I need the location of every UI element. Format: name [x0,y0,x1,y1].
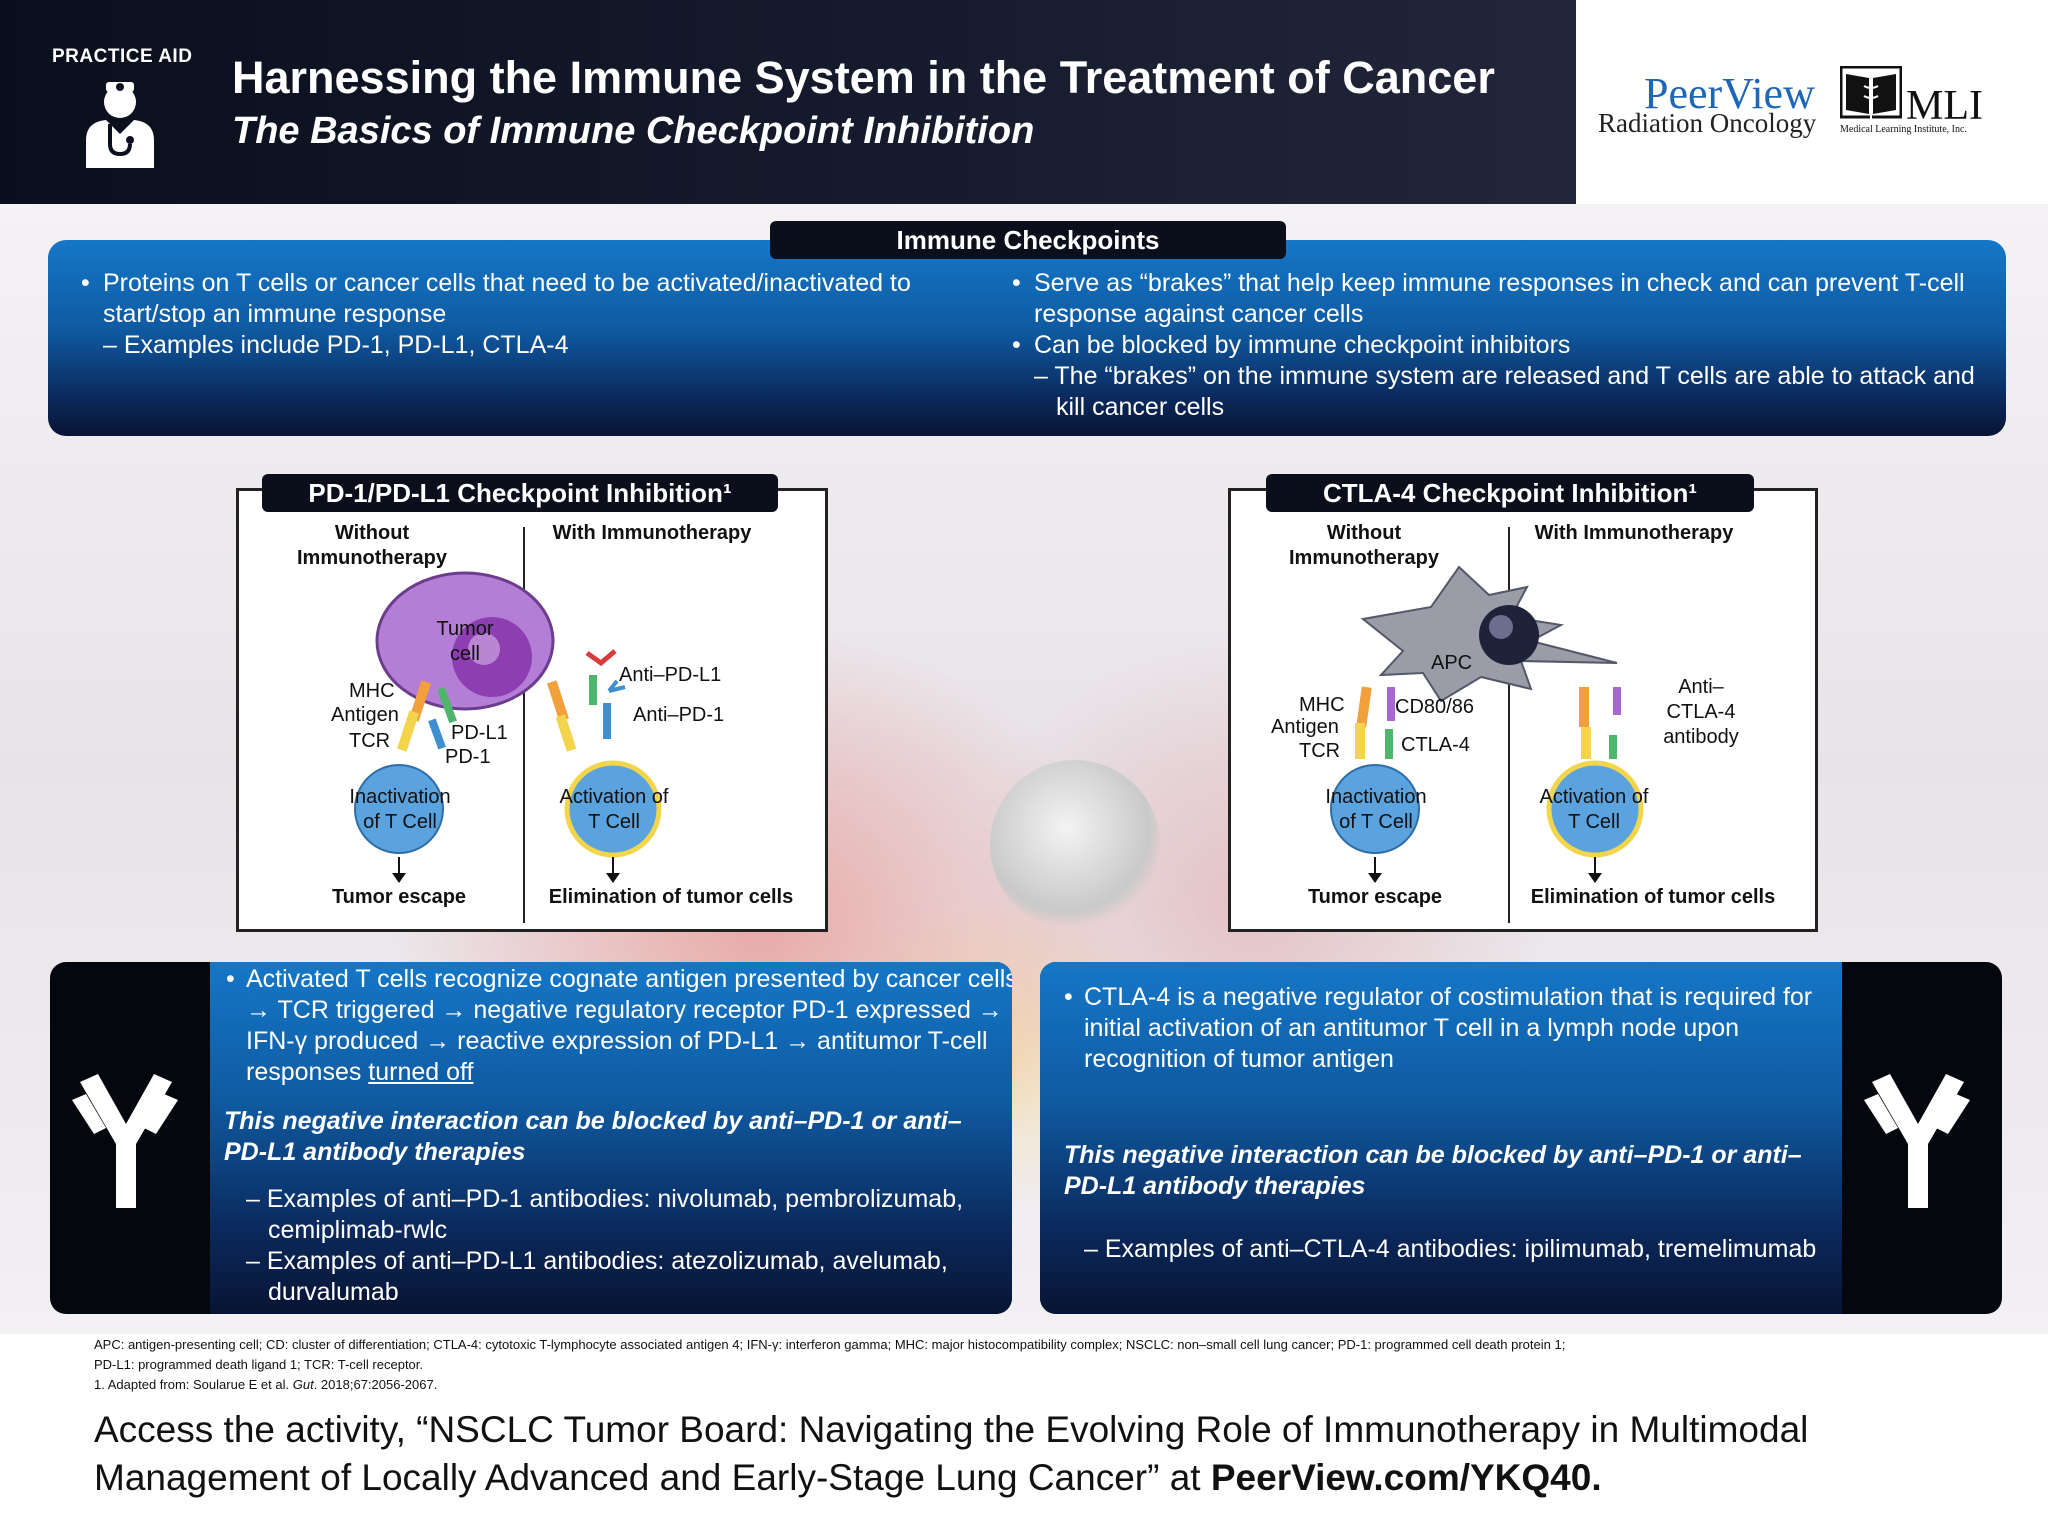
pdl1-label: PD-L1 [451,722,508,744]
ctla4-tumor-escape-label: Tumor escape [1307,886,1443,908]
ctla4-tcell-active [1546,760,1644,858]
tcr-label: TCR [349,730,391,752]
access-line-2: Management of Locally Advanced and Early… [94,1454,1808,1502]
ctla4-antigen-label: Antigen [1271,716,1339,738]
turned-off-text: turned off [368,1058,474,1086]
tumor-cell-label: Tumor cell [436,618,494,665]
ctla4-without-label: Without Immunotherapy [1288,522,1440,569]
ctla4-info-panel: • CTLA-4 is a negative regulator of cost… [1040,962,2002,1314]
checkpoint-bullet-right-1-text: Serve as “brakes” that help keep immune … [1034,269,1965,328]
doctor-icon [86,82,154,168]
checkpoint-bullet-right-2-text: Can be blocked by immune checkpoint inhi… [1034,331,1571,359]
ctla4-diagram-title: CTLA-4 Checkpoint Inhibition¹ [1266,474,1754,512]
pd1-diagram-box: Without Immunotherapy With Immunotherapy… [236,488,828,932]
anti-pd1-label: Anti–PD-1 [633,704,725,726]
page-subtitle: The Basics of Immune Checkpoint Inhibiti… [232,110,1035,152]
ctla4-with-label: With Immunotherapy [1534,522,1734,544]
footnote-reference-post: . 2018;67:2056-2067. [313,1377,438,1392]
anti-pdl1-label: Anti–PD-L1 [619,664,722,686]
practice-aid-badge: PRACTICE AID [52,46,193,67]
ctla4-panel-emphasis: This negative interaction can be blocked… [1064,1141,1802,1200]
pd1-diagram-title: PD-1/PD-L1 Checkpoint Inhibition¹ [262,474,778,512]
ctla4-label: CTLA-4 [1401,734,1470,756]
checkpoint-bullet-right-1: •Serve as “brakes” that help keep immune… [1012,269,1965,328]
mli-logo: MLI [1906,83,1983,129]
mli-subtitle: Medical Learning Institute, Inc. [1840,124,1967,135]
pd1-label: PD-1 [445,746,491,768]
pd1-without-label: Without Immunotherapy [296,522,448,569]
ctla4-diagram-box: Without Immunotherapy With Immunotherapy… [1228,488,1818,932]
pd1-panel-bullet-text: Activated T cells recognize cognate anti… [246,965,1012,1086]
pd1-panel-example-2: – Examples of anti–PD-L1 antibodies: ate… [246,1247,948,1306]
footnote-reference: 1. Adapted from: Soularue E et al. Gut. … [94,1376,437,1393]
ctla4-activation-label: Activation of T Cell [1539,786,1649,833]
ctla4-panel-example: – Examples of anti–CTLA-4 antibodies: ip… [1084,1235,1817,1263]
mhc-label: MHC [349,680,395,702]
ctla4-panel-bullet: • CTLA-4 is a negative regulator of cost… [1064,983,1813,1073]
ctla4-mhc-label: MHC [1299,694,1345,716]
footnote-abbreviations-2: PD-L1: programmed death ligand 1; TCR: T… [94,1357,424,1372]
pd1-elimination-label: Elimination of tumor cells [548,886,794,908]
ctla4-panel-bullet-text: CTLA-4 is a negative regulator of costim… [1084,983,1813,1073]
ctla4-inactivation-label: Inactivation of T Cell [1325,786,1427,833]
access-line-1: Access the activity, “NSCLC Tumor Board:… [94,1409,1809,1450]
page-title: Harnessing the Immune System in the Trea… [232,52,1495,103]
ctla4-elimination-label: Elimination of tumor cells [1530,886,1776,908]
ctla4-diagram-art [1330,527,1644,923]
ctla4-tcr-label: TCR [1299,740,1341,762]
tcell-inactive [354,764,444,854]
pd1-info-panel: • Activated T cells recognize cognate an… [50,962,1012,1314]
footnote-reference-pre: 1. Adapted from: Soularue E et al. [94,1377,293,1392]
checkpoint-bullet-left: •Proteins on T cells or cancer cells tha… [81,269,911,328]
footnote-journal: Gut [292,1377,314,1392]
antigen-label: Antigen [331,704,399,726]
pd1-with-label: With Immunotherapy [552,522,752,544]
pd1-inactivation-label: Inactivation of T Cell [349,786,451,833]
peerview-logo: PeerView [1644,69,1815,118]
pd1-diagram-art [354,527,662,923]
background-cell-image [990,760,1160,930]
antibody-icon [1864,1074,1970,1208]
pd1-tumor-escape-label: Tumor escape [331,886,467,908]
header-banner: PRACTICE AID Harnessing the Immune Syste… [0,0,1576,204]
access-activity-text: Access the activity, “NSCLC Tumor Board:… [94,1406,1808,1502]
checkpoint-sub-left: – Examples include PD-1, PD-L1, CTLA-4 [103,331,569,359]
apc-label: APC [1431,652,1473,674]
pd1-panel-emphasis: This negative interaction can be blocked… [224,1107,962,1166]
checkpoint-sub-right: – The “brakes” on the immune system are … [1034,361,1984,423]
checkpoint-sub-right-text: – The “brakes” on the immune system are … [1034,362,1975,421]
cd80-label: CD80/86 [1395,696,1474,718]
tcell-active [564,760,662,858]
immune-checkpoints-title: Immune Checkpoints [770,221,1286,259]
checkpoint-bullet-left-text: Proteins on T cells or cancer cells that… [103,269,911,328]
anti-ctla4-label: Anti– CTLA-4 antibody [1663,676,1739,748]
immune-checkpoints-panel [48,240,2006,436]
ctla4-tcell-inactive [1330,764,1420,854]
footnote-abbreviations-1: APC: antigen-presenting cell; CD: cluste… [94,1337,1566,1352]
pd1-activation-label: Activation of T Cell [559,786,669,833]
pd1-panel-example-1: – Examples of anti–PD-1 antibodies: nivo… [246,1185,964,1244]
book-caduceus-icon [1840,66,1902,120]
peerview-link[interactable]: PeerView.com/YKQ40. [1210,1457,1602,1498]
checkpoint-bullet-right-2: •Can be blocked by immune checkpoint inh… [1012,331,1571,359]
pd1-panel-bullet: • Activated T cells recognize cognate an… [226,964,1012,1088]
antibody-icon [72,1074,178,1208]
peerview-subtitle: Radiation Oncology [1598,108,1817,138]
logo-area: PeerView Radiation Oncology MLI Medical … [1576,0,2048,204]
access-line-2-text: Management of Locally Advanced and Early… [94,1457,1211,1498]
